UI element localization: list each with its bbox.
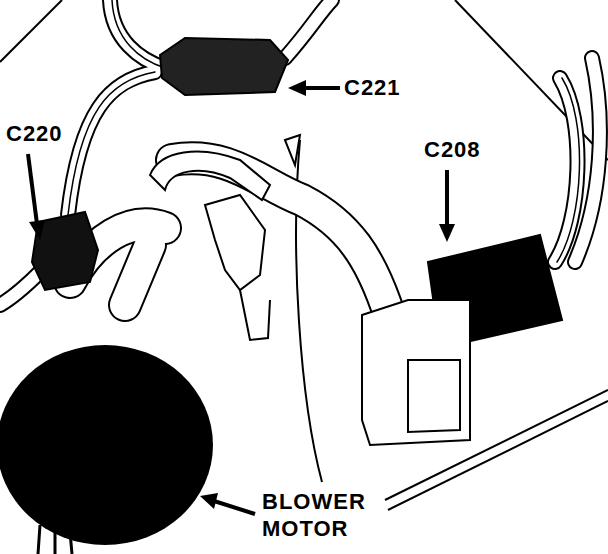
arrowhead [29, 220, 45, 240]
leader-line [214, 501, 255, 514]
motor-housing [0, 345, 213, 545]
bracket [150, 135, 300, 340]
connector-id: C220 [6, 120, 86, 147]
bracket-tip [285, 135, 300, 165]
connector-c221 [160, 38, 288, 95]
harness-connector [362, 300, 470, 445]
wire-bundle [285, 0, 332, 58]
wire-bundle [68, 72, 155, 215]
panel-edge [455, 0, 608, 160]
blower-motor [0, 345, 213, 554]
leader-line [445, 170, 449, 226]
leader-arrows [28, 80, 455, 514]
wire-bundle [0, 272, 40, 305]
wire-bundle [110, 0, 165, 68]
bracket-hook [150, 152, 270, 200]
connector-id: C208 [424, 136, 504, 163]
wire-bundle [555, 78, 578, 262]
panel-edge [0, 0, 62, 62]
leader-line [302, 86, 340, 90]
bracket-tab [240, 290, 270, 340]
motor-leads [38, 525, 72, 554]
bracket-clip [205, 195, 265, 290]
connector-face [408, 360, 460, 432]
arrowhead [288, 80, 306, 96]
connector-id: C221 [344, 74, 424, 101]
part-name: BLOWER MOTOR [262, 488, 380, 542]
arrowhead [200, 493, 218, 509]
air-duct [172, 158, 386, 305]
arrowhead [439, 224, 455, 242]
motor-neck [125, 245, 150, 305]
leader-line [28, 154, 37, 224]
